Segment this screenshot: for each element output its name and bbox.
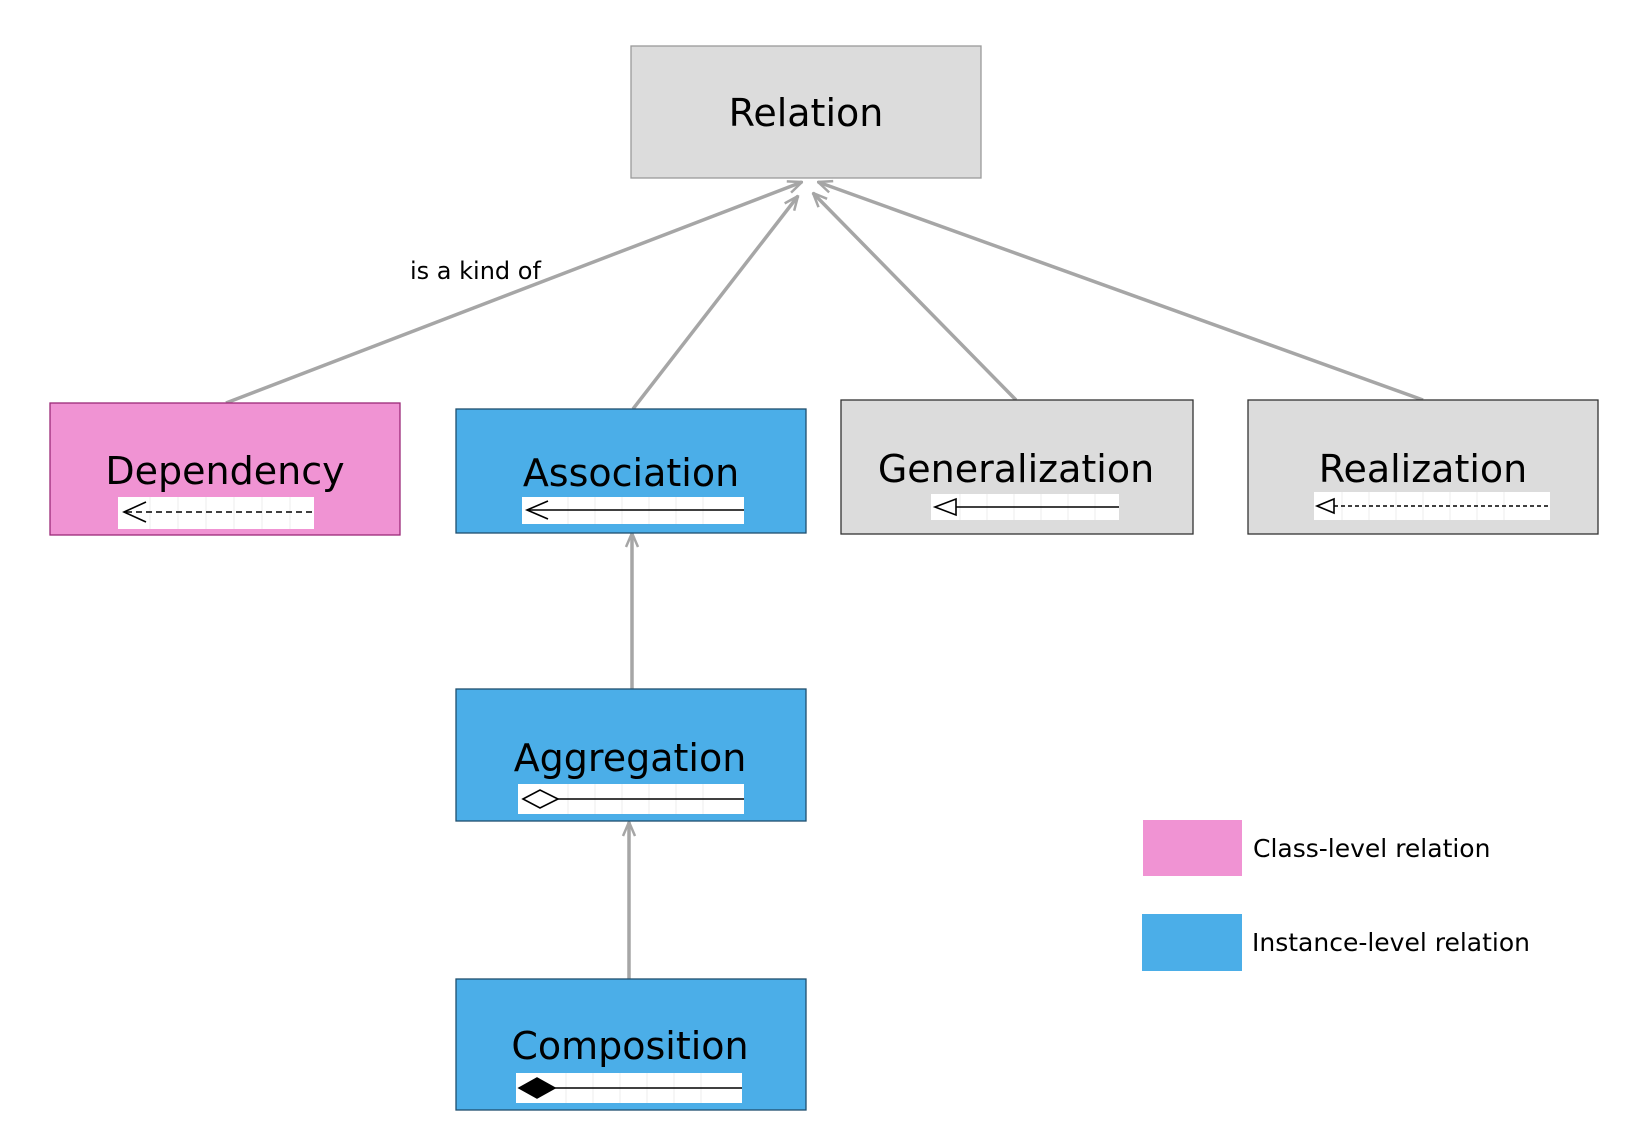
- node-realization-label: Realization: [1319, 447, 1528, 491]
- nodes-layer: Relation Dependency Association: [49, 45, 1599, 1111]
- legend-item-class-level: Class-level relation: [1143, 820, 1490, 876]
- node-dependency-label: Dependency: [105, 449, 344, 493]
- edges-layer: is a kind of: [225, 182, 1424, 979]
- node-association-label: Association: [523, 451, 739, 495]
- node-association[interactable]: Association: [455, 408, 807, 534]
- node-relation[interactable]: Relation: [630, 45, 982, 179]
- legend-label-instance-level: Instance-level relation: [1252, 928, 1530, 957]
- node-composition-label: Composition: [511, 1024, 748, 1068]
- realization-notation-icon: [1314, 492, 1550, 520]
- edge-generalization-to-relation: [813, 193, 1018, 402]
- node-relation-box: [630, 45, 982, 179]
- node-dependency[interactable]: Dependency: [49, 402, 401, 536]
- node-generalization-label: Generalization: [878, 447, 1154, 491]
- composition-notation-icon: [516, 1073, 742, 1103]
- generalization-notation-icon: [931, 494, 1119, 520]
- legend-swatch-instance-level: [1142, 914, 1242, 971]
- node-aggregation-label: Aggregation: [514, 736, 747, 780]
- legend-label-class-level: Class-level relation: [1253, 834, 1490, 863]
- legend-swatch-class-level: [1143, 820, 1242, 876]
- legend-item-instance-level: Instance-level relation: [1142, 914, 1530, 971]
- node-composition[interactable]: Composition: [455, 978, 807, 1111]
- node-generalization[interactable]: Generalization: [840, 399, 1194, 535]
- legend: Class-level relation Instance-level rela…: [1142, 820, 1530, 971]
- edge-dependency-to-relation: [225, 182, 802, 405]
- node-realization[interactable]: Realization: [1247, 399, 1599, 535]
- node-aggregation[interactable]: Aggregation: [455, 688, 807, 822]
- edge-label-is-a-kind-of: is a kind of: [410, 257, 541, 285]
- dependency-notation-icon: [118, 497, 314, 529]
- aggregation-notation-icon: [518, 784, 744, 814]
- association-notation-icon: [522, 497, 744, 524]
- node-relation-label: Relation: [729, 91, 884, 135]
- edge-association-to-relation: [631, 196, 798, 411]
- edge-realization-to-relation: [818, 182, 1424, 402]
